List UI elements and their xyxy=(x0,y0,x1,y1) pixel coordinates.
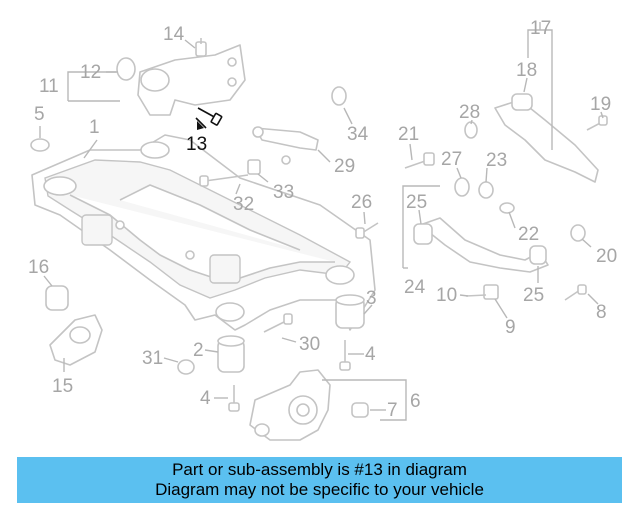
bushing-3 xyxy=(335,294,365,329)
callout-13: 13 xyxy=(186,134,207,155)
upper-arm-assembly xyxy=(116,38,246,116)
callout-14: 14 xyxy=(163,24,185,45)
banner-line-1: Part or sub-assembly is #13 in diagram xyxy=(172,460,467,479)
callout-26: 26 xyxy=(351,192,372,213)
callout-15: 15 xyxy=(52,376,73,397)
callout-24: 24 xyxy=(404,277,426,298)
callout-25b: 25 xyxy=(523,285,544,306)
callout-28: 28 xyxy=(459,102,480,123)
callout-30: 30 xyxy=(299,334,320,355)
callout-19: 19 xyxy=(590,94,611,115)
callout-9: 9 xyxy=(505,317,516,338)
info-banner: Part or sub-assembly is #13 in diagram D… xyxy=(17,457,622,503)
callout-33: 33 xyxy=(273,182,294,203)
callout-10: 10 xyxy=(436,285,457,306)
bushing-2 xyxy=(217,335,245,373)
callout-25a: 25 xyxy=(406,192,427,213)
callout-4a: 4 xyxy=(365,344,376,365)
callout-11: 11 xyxy=(39,76,59,97)
callout-2: 2 xyxy=(193,340,204,361)
bolt-4b xyxy=(228,385,240,412)
callout-20: 20 xyxy=(596,246,617,267)
lower-arm-assembly xyxy=(404,93,608,214)
callout-23: 23 xyxy=(486,150,507,171)
callout-34: 34 xyxy=(347,124,369,145)
part-13-bolt-highlighted xyxy=(195,107,223,130)
subframe-part xyxy=(31,134,376,331)
callout-31: 31 xyxy=(142,348,163,369)
banner-line-2: Diagram may not be specific to your vehi… xyxy=(155,480,484,499)
part-34-nut xyxy=(331,86,347,106)
callout-7: 7 xyxy=(387,400,398,421)
callout-18: 18 xyxy=(516,60,537,81)
callout-6: 6 xyxy=(410,391,421,412)
callout-3: 3 xyxy=(366,288,377,309)
parts-diagram: 1 2 3 4 4 5 6 7 8 9 10 11 12 13 14 15 16… xyxy=(28,18,617,441)
callout-4b: 4 xyxy=(200,388,211,409)
callout-5: 5 xyxy=(34,104,45,125)
arm-24-assembly xyxy=(413,217,587,301)
leader-lines xyxy=(39,22,604,421)
part-20-nut xyxy=(570,224,586,242)
part-5-nut xyxy=(30,138,50,152)
callout-17: 17 xyxy=(530,18,551,39)
bolt-30 xyxy=(263,313,293,333)
washer-33 xyxy=(247,159,261,175)
bolt-26 xyxy=(355,222,379,239)
bolt-4a xyxy=(339,340,351,371)
mount-15-16 xyxy=(45,285,103,366)
callout-12: 12 xyxy=(80,62,101,83)
callout-21: 21 xyxy=(398,124,419,145)
callout-27: 27 xyxy=(441,149,462,170)
callout-16: 16 xyxy=(28,257,49,278)
bolt-32 xyxy=(199,174,249,187)
callout-22: 22 xyxy=(518,224,539,245)
part-31-nut xyxy=(177,359,195,375)
link-29-part xyxy=(252,126,319,165)
knuckle-6 xyxy=(249,369,369,441)
callout-1: 1 xyxy=(89,117,100,138)
callout-8: 8 xyxy=(596,302,607,323)
arrow-13 xyxy=(197,121,204,130)
callout-32: 32 xyxy=(233,194,254,215)
callout-29: 29 xyxy=(334,156,355,177)
